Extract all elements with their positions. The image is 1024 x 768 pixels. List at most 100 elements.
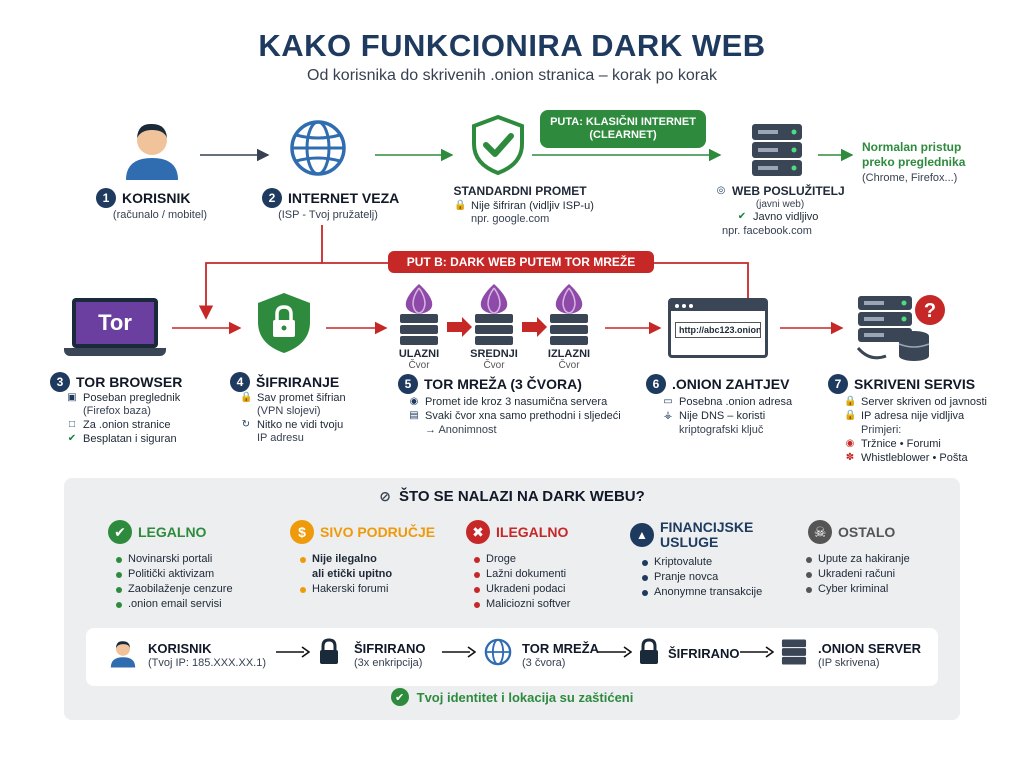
x-icon: ✖ <box>466 520 490 544</box>
summary-net-title: TOR MREŽA <box>522 641 600 656</box>
tor-logo: Tor <box>76 302 154 344</box>
onion-line3: kriptografski ključ <box>679 424 764 436</box>
protection-footer: ✔Tvoj identitet i lokacija su zaštićeni <box>64 688 960 706</box>
hidden-line4: ◉Tržnice • Forumi <box>845 438 941 450</box>
key-icon: ⚶ <box>663 410 673 421</box>
onion-node-1 <box>400 284 438 345</box>
node-3-name: IZLAZNI <box>547 348 591 360</box>
check-icon: ✔ <box>108 520 132 544</box>
node-1-sub: Čvor <box>408 360 430 371</box>
check-icon: ✔ <box>67 433 77 444</box>
check-icon: ✔ <box>737 211 747 222</box>
enc-line4: IP adresu <box>257 432 304 444</box>
standard-traffic-example: npr. google.com <box>471 213 550 225</box>
category-grey-list: Nije ilegalno ali etički upitno Hakerski… <box>300 552 392 597</box>
dollar-icon: $ <box>290 520 314 544</box>
category-finance-list: Kriptovalute Pranje novca Anonymne trans… <box>642 555 762 600</box>
category-legal-title: ✔LEGALNO <box>108 520 206 544</box>
address-icon: ▭ <box>663 396 673 407</box>
server-icon <box>752 124 802 176</box>
web-server-sub: (javni web) <box>755 199 805 210</box>
standard-traffic-line1: 🔒Nije šifriran (vidljiv ISP-u) <box>454 200 594 212</box>
summary-enc1-title: ŠIFRIRANO <box>354 641 426 656</box>
web-server-line1: ✔Javno vidljivo <box>737 211 819 223</box>
summary-user-ip: (Tvoj IP: 185.XXX.XX.1) <box>148 657 266 669</box>
laptop-icon: ▣ <box>67 392 77 403</box>
summary-net-sub: (3 čvora) <box>522 657 566 669</box>
onion-node-2 <box>475 284 513 345</box>
tor-laptop-base <box>64 348 166 356</box>
check-icon: ✔ <box>390 688 409 706</box>
globe-icon <box>484 638 512 666</box>
arrow-right-icon <box>276 646 310 658</box>
user-icon <box>126 123 178 180</box>
summary-user-title: KORISNIK <box>148 641 212 656</box>
summary-enc1-sub: (3x enkripcija) <box>354 657 423 669</box>
categories-heading: ⊘ŠTO SE NALAZI NA DARK WEBU? <box>379 488 645 505</box>
eye-icon: ◎ <box>716 185 726 196</box>
globe-icon <box>290 120 346 176</box>
summary-server-sub: (IP skrivena) <box>818 657 880 669</box>
onion-url-bar: http://abc123.onion <box>675 322 761 338</box>
path-b-branch-left <box>198 262 322 320</box>
refresh-icon: ↻ <box>241 419 251 430</box>
arrow-right-icon <box>740 646 774 658</box>
category-grey-title: $SIVO PODRUČJE <box>290 520 435 544</box>
web-server-title: ◎WEB POSLUŽITELJ <box>716 184 845 198</box>
network-icon: ◉ <box>409 396 419 407</box>
shield-lock-icon <box>258 293 310 353</box>
window-icon: □ <box>68 419 76 430</box>
enc-line2: (VPN slojevi) <box>257 405 321 417</box>
category-other-title: ☠OSTALO <box>808 520 895 544</box>
hidden-server-icon: ? <box>856 295 945 361</box>
category-illegal-title: ✖ILEGALNO <box>466 520 568 544</box>
node-3-sub: Čvor <box>558 360 580 371</box>
tor-line2: (Firefox baza) <box>83 405 151 417</box>
step-2-sub: (ISP - Tvoj pružatelj) <box>278 209 378 221</box>
server-icon <box>781 639 807 665</box>
page-title: KAKO FUNKCIONIRA DARK WEB <box>258 28 766 63</box>
node-2-sub: Čvor <box>483 360 505 371</box>
hidden-line3: Primjeri: <box>861 424 902 436</box>
network-line2: ▤Svaki čvor xna samo prethodni i sljedeć… <box>409 410 621 422</box>
bank-icon: ▲ <box>630 523 654 547</box>
arrow-right-icon <box>442 646 476 658</box>
lock-icon: 🔒 <box>844 410 857 421</box>
category-legal-list: Novinarski portali Politički aktivizam Z… <box>116 552 233 612</box>
shield-icon: ▤ <box>409 410 419 421</box>
step-6-title: 6.ONION ZAHTJEV <box>646 374 789 394</box>
lock-icon: 🔒 <box>844 396 857 407</box>
hidden-line1: 🔒Server skriven od javnosti <box>844 396 987 408</box>
page-subtitle: Od korisnika do skrivenih .onion stranic… <box>307 67 717 84</box>
arrow-node2-node3 <box>522 317 547 337</box>
lock-icon <box>320 638 338 664</box>
tor-line1: ▣Poseban preglednik <box>67 392 181 404</box>
tor-line3: □Za .onion stranice <box>66 418 170 432</box>
arrow-node1-node2 <box>447 317 472 337</box>
node-1-name: ULAZNI <box>398 348 440 360</box>
normal-access-browsers: (Chrome, Firefox...) <box>862 172 958 184</box>
lock-icon: 🔒 <box>240 392 253 403</box>
onion-node-3 <box>550 284 588 345</box>
arrow-right-icon <box>598 646 632 658</box>
summary-enc2-title: ŠIFRIRANO <box>668 646 740 661</box>
normal-access-line1: Normalan pristup <box>862 140 962 154</box>
svg-text:?: ? <box>924 300 936 322</box>
tor-line4: ✔Besplatan i siguran <box>67 433 177 445</box>
category-illegal-list: Droge Lažni dokumenti Ukradeni podaci Ma… <box>474 552 570 612</box>
path-b-banner: PUT B: DARK WEB PUTEM TOR MREŽE <box>388 251 654 273</box>
user-icon <box>110 641 136 668</box>
category-other-list: Upute za hakiranje Ukradeni računi Cyber… <box>806 552 910 597</box>
onion-line2: ⚶Nije DNS – koristi <box>663 410 766 422</box>
map-pin-icon: ◉ <box>845 438 855 449</box>
shield-check-icon <box>472 114 524 176</box>
onion-line1: ▭Posebna .onion adresa <box>663 396 793 408</box>
web-server-example: npr. facebook.com <box>722 225 812 237</box>
enc-line3: ↻Nitko ne vidi tvoju <box>241 419 344 431</box>
eye-slash-icon: ⊘ <box>379 488 391 504</box>
